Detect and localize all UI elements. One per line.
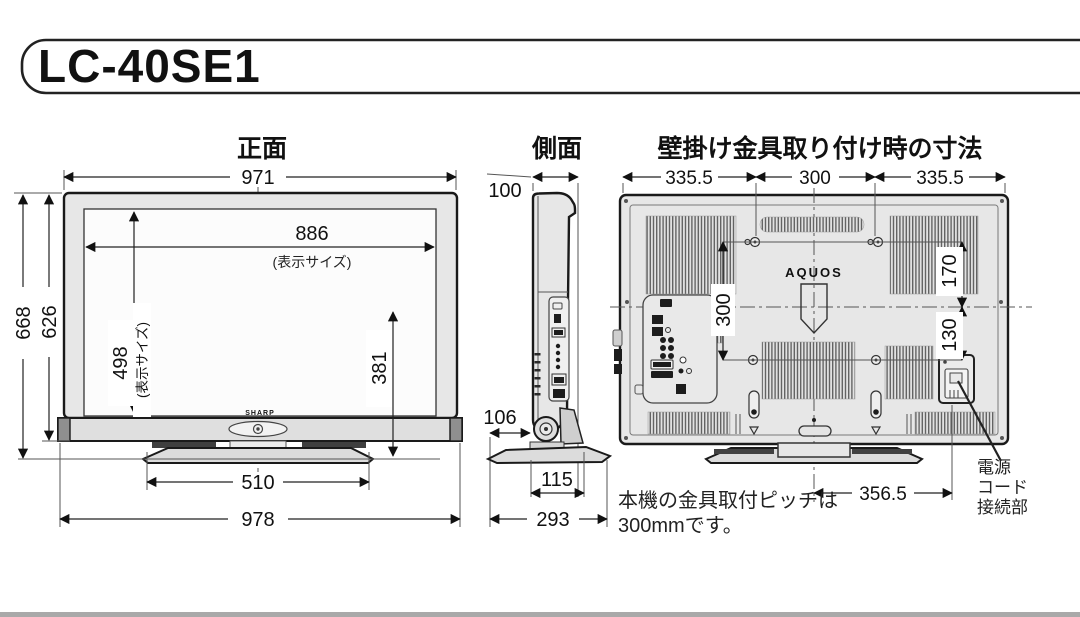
dim-center-to-top-holes: 170: [939, 254, 961, 287]
power-pod: [228, 420, 288, 438]
rear-view-drawing: AQUOS: [610, 188, 1032, 502]
side-buttons: [534, 353, 541, 396]
footnote-line2: 300mmです。: [618, 515, 743, 537]
rear-connector-panel: [642, 294, 718, 404]
dim-span-right: 335.5: [916, 168, 964, 189]
bottom-page-border: [0, 612, 1080, 617]
dim-height-body: 626: [39, 305, 61, 338]
dim-depth-total: 293: [536, 509, 569, 531]
dim-center-to-bottom: 381: [369, 351, 391, 384]
dim-front-width-top: 971: [241, 167, 274, 189]
rear-view-title: 壁掛け金具取り付け時の寸法: [657, 134, 982, 163]
dim-depth-top: 100: [488, 180, 521, 202]
rear-view-dimensions: 335.5 300 335.5 300 170 130 356.5: [622, 167, 1006, 505]
dim-display-height-note: (表示サイズ): [135, 322, 150, 398]
aquos-logo: AQUOS: [785, 265, 843, 280]
power-label-line2: コード: [977, 478, 1028, 497]
footnote-line1: 本機の金具取付ピッチは: [618, 489, 838, 512]
dim-center-to-power: 130: [939, 318, 961, 351]
dim-stand-depth: 115: [541, 469, 573, 491]
dim-front-width-total: 978: [241, 509, 274, 531]
front-view-title: 正面: [237, 135, 287, 163]
dim-base-front-to-screen: 106: [483, 407, 516, 429]
dim-display-width: 886: [295, 223, 328, 245]
mount-pitch-footnote: 本機の金具取付ピッチは 300mmです。: [618, 489, 838, 537]
dim-stand-width: 510: [241, 472, 274, 494]
dim-span-center: 300: [799, 168, 831, 189]
dim-pitch-vertical: 300: [713, 293, 735, 326]
dim-height-total: 668: [13, 306, 35, 339]
dim-display-width-note: (表示サイズ): [273, 254, 352, 270]
dim-power-offset: 356.5: [859, 484, 907, 505]
dim-display-height: 498: [110, 346, 132, 379]
side-view-dimensions: 100 106 115 293: [483, 171, 608, 531]
side-view-title: 側面: [531, 135, 582, 163]
sharp-logo: SHARP: [245, 410, 275, 417]
front-view-drawing: SHARP: [18, 182, 463, 476]
power-cord-label: 電源 コード 接続部: [977, 458, 1028, 517]
front-view-dimensions: 971 886 (表示サイズ) 668 626 498 (表示サイズ) 381 …: [11, 167, 461, 531]
power-label-line1: 電源: [977, 458, 1011, 477]
model-number: LC-40SE1: [38, 40, 261, 92]
model-title-box: LC-40SE1: [20, 38, 1080, 95]
dim-span-left: 335.5: [665, 168, 713, 189]
side-view-drawing: [485, 183, 613, 497]
power-label-line3: 接続部: [977, 498, 1028, 517]
